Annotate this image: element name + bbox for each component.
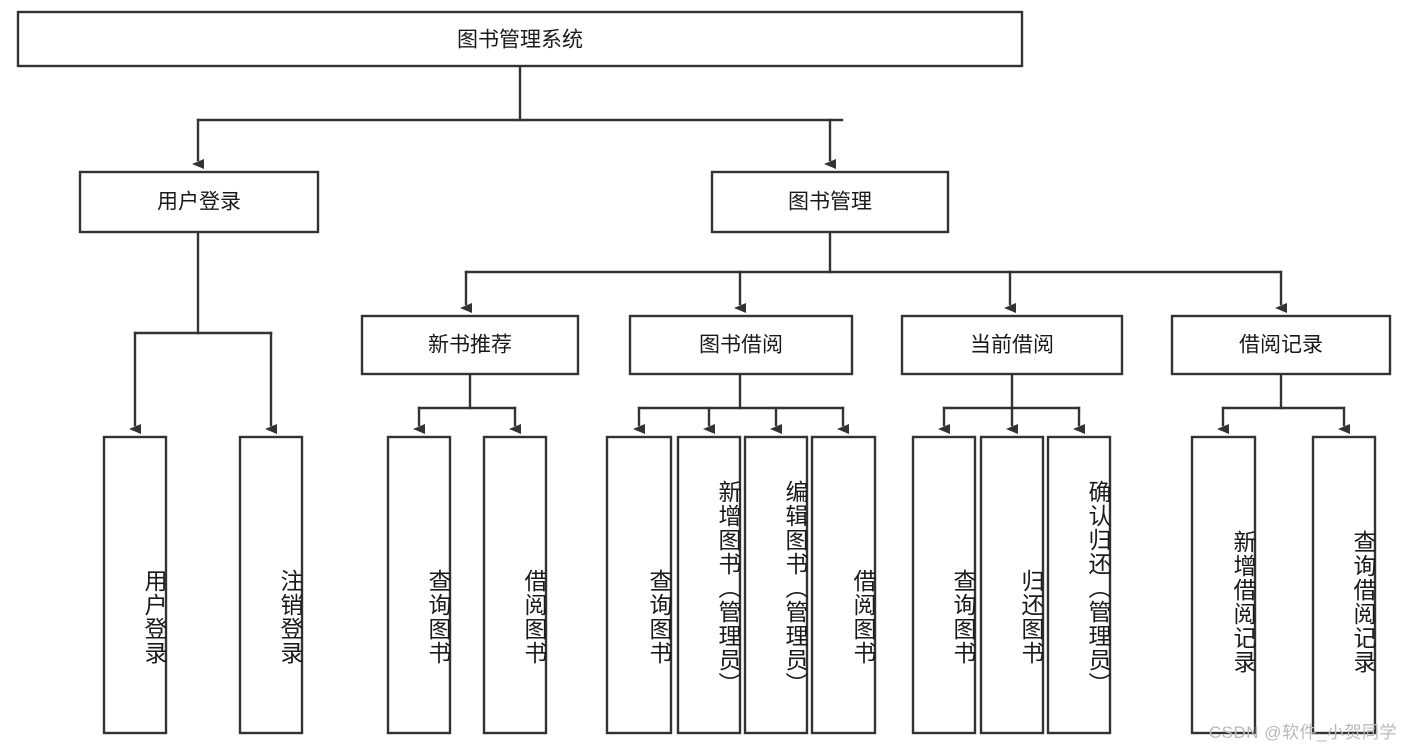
node-new-book-recommend[interactable]: 新书推荐: [360, 314, 580, 376]
node-leaf-return-book-box[interactable]: [979, 435, 1045, 735]
node-root[interactable]: 图书管理系统: [16, 10, 1024, 68]
csdn-watermark: CSDN @软件_小贺同学: [1208, 723, 1397, 742]
node-book-borrow-label: 图书借阅: [699, 334, 783, 357]
connectors-book-borrow-to-leaves: [633, 372, 849, 434]
connectors-user-login-to-leaves: [129, 230, 277, 434]
node-leaf-confirm-return-box[interactable]: [1046, 435, 1112, 735]
node-borrow-record-box[interactable]: [1170, 314, 1392, 376]
node-leaf-edit-book-box[interactable]: [743, 435, 809, 735]
node-current-borrow[interactable]: 当前借阅: [900, 314, 1124, 376]
node-book-manage-box[interactable]: [710, 170, 950, 234]
node-user-login-box[interactable]: [78, 170, 320, 234]
node-leaf-query-book-1-box[interactable]: [386, 435, 452, 735]
node-root-box[interactable]: [16, 10, 1024, 68]
connectors-root-to-level2: [192, 64, 844, 169]
node-leaf-query-record-box[interactable]: [1311, 435, 1377, 735]
leaf-boxes: [102, 435, 1377, 735]
node-leaf-borrow-book-1-box[interactable]: [482, 435, 548, 735]
node-leaf-borrow-book-2-box[interactable]: [810, 435, 877, 735]
node-new-book-recommend-box[interactable]: [360, 314, 580, 376]
node-book-borrow-box[interactable]: [628, 314, 854, 376]
node-current-borrow-label: 当前借阅: [970, 334, 1054, 357]
node-leaf-add-record-box[interactable]: [1190, 435, 1257, 735]
node-borrow-record-label: 借阅记录: [1239, 334, 1323, 357]
node-root-label: 图书管理系统: [457, 29, 583, 52]
node-book-manage[interactable]: 图书管理: [710, 170, 950, 234]
node-borrow-record[interactable]: 借阅记录: [1170, 314, 1392, 376]
node-user-login-label: 用户登录: [157, 191, 241, 214]
node-user-login[interactable]: 用户登录: [78, 170, 320, 234]
connectors-book-manage-to-level3: [460, 230, 1287, 313]
connectors-borrow-record-to-leaves: [1217, 372, 1350, 434]
node-book-borrow[interactable]: 图书借阅: [628, 314, 854, 376]
node-leaf-user-login-box[interactable]: [102, 435, 168, 735]
node-leaf-add-book-box[interactable]: [676, 435, 742, 735]
node-leaf-logout-box[interactable]: [238, 435, 304, 735]
node-current-borrow-box[interactable]: [900, 314, 1124, 376]
node-book-manage-label: 图书管理: [788, 191, 872, 214]
node-new-book-recommend-label: 新书推荐: [428, 334, 512, 357]
connectors-new-book-recommend-to-leaves: [413, 372, 521, 434]
connectors-current-borrow-to-leaves: [938, 372, 1085, 434]
node-leaf-query-book-3-box[interactable]: [911, 435, 977, 735]
node-leaf-query-book-2-box[interactable]: [605, 435, 673, 735]
